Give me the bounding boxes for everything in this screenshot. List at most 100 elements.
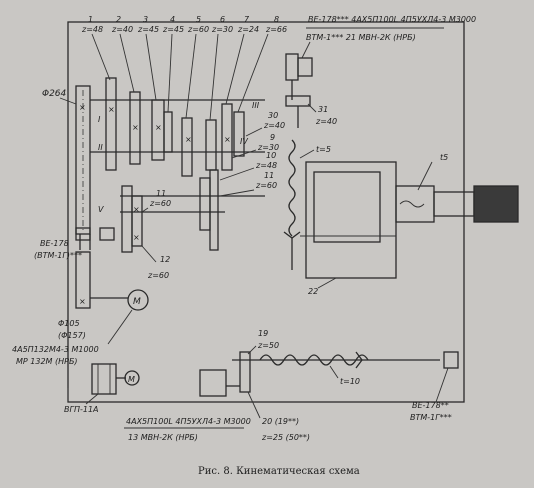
pump-motor-symbol (124, 370, 140, 386)
gear-num-2: 2 (116, 15, 121, 24)
gear-12-num: 12 (160, 255, 170, 264)
lead-t5-label: t=5 (316, 145, 331, 154)
main-pulley (75, 85, 91, 235)
main-motor-symbol (127, 289, 149, 311)
lead-screw-horizontal (259, 354, 369, 366)
gear-19-block (239, 351, 251, 393)
gear-right-lower (199, 177, 211, 231)
pulley-diameter-label: Φ264 (42, 89, 67, 99)
spindle-housing (395, 185, 435, 223)
gear-31-block (285, 95, 311, 107)
pump-motor-letter: М (128, 375, 135, 384)
machine-frame (67, 21, 465, 403)
coupling-left (75, 227, 91, 241)
gear-1 (105, 77, 117, 171)
pump-label: ВГП-11А (64, 405, 99, 414)
shaft-label-5: V (98, 205, 104, 214)
svg-text:×: × (108, 105, 115, 114)
svg-text:×: × (79, 297, 86, 306)
gear-num-5: 5 (196, 15, 201, 24)
spindle-chuck (473, 185, 519, 223)
gear-right-z-9: z=30 (257, 143, 279, 152)
shaft-label-2: II (98, 143, 103, 152)
motor-left-label-1: ВЕ-178 (40, 239, 69, 248)
gear-8 (233, 111, 245, 157)
motor-main-label-2: МР 132М (НРБ) (16, 357, 78, 366)
spindle-shaft (433, 191, 475, 217)
gear-20-z: z=25 (50**) (261, 433, 310, 442)
gear-right-num-30: 30 (268, 111, 278, 120)
gear-num-6: 6 (220, 15, 225, 24)
pulley-small-label-2: (Φ157) (58, 331, 86, 340)
figure-caption: Рис. 8. Кинематическая схема (198, 466, 360, 477)
svg-text:×: × (132, 123, 139, 132)
svg-text:×: × (133, 205, 140, 214)
gear-right-num-9: 9 (270, 133, 275, 142)
gear-z-8: z=66 (265, 25, 287, 34)
main-motor-letter: М (133, 297, 141, 307)
lead-screw-vertical (288, 139, 296, 237)
motor-top-label-1: ВЕ-178*** 4АХ5П100L 4П5УХЛ4-3 М3000 (308, 15, 476, 24)
gear-right-z-10: z=48 (255, 161, 277, 170)
shaft-label-3: III (252, 101, 260, 110)
gear-right-lower-2 (209, 169, 219, 251)
gear-31-z: z=40 (315, 117, 337, 126)
part-22-label: 22 (308, 287, 318, 296)
gear-right-z-30: z=40 (263, 121, 285, 130)
gear-6 (205, 119, 217, 171)
motor-right-label-2: ВТМ-1Г*** (410, 413, 452, 422)
motor-top-label-2: ВТМ-1*** 21 МВН-2К (НРБ) (306, 33, 416, 42)
gear-4 (163, 111, 173, 153)
gear-right-num-11: 11 (264, 171, 274, 180)
gear-5 (181, 117, 193, 177)
pump-body (91, 363, 117, 395)
gear-z-5: z=60 (187, 25, 209, 34)
carriage-inner (313, 171, 381, 243)
motor-right-label-1: ВЕ-178** (412, 401, 449, 410)
gear-19-z: z=50 (257, 341, 279, 350)
lead-t10-label: t=10 (340, 377, 360, 386)
motor-left-label-2: (ВТМ-1Г)*** (34, 251, 82, 260)
gear-num-4: 4 (170, 15, 175, 24)
bottom-motor-box (199, 369, 227, 397)
gear-num-1: 1 (88, 15, 93, 24)
motor-bottom-label-1: 4АХ5П100L 4П5УХЛ4-3 М3000 (126, 417, 251, 426)
carriage-outer (305, 161, 397, 279)
svg-text:×: × (133, 233, 140, 242)
svg-text:×: × (224, 135, 231, 144)
gear-z-2: z=40 (111, 25, 133, 34)
gear-z-6: z=30 (211, 25, 233, 34)
svg-text:×: × (79, 103, 86, 112)
gear-z-4: z=45 (162, 25, 184, 34)
lead-t5b-label: t5 (440, 153, 448, 162)
top-motor-box (297, 57, 313, 77)
gear-2 (129, 91, 141, 165)
gear-11-num: 11 (156, 189, 166, 198)
motor-bottom-label-2: 13 МВН-2К (НРБ) (128, 433, 198, 442)
lower-pulley (75, 251, 91, 309)
gear-20-num: 20 (19**) (262, 417, 299, 426)
gear-labels-top: 1 z=48 2 z=40 3 z=45 4 z=45 5 z=60 6 z=3… (81, 15, 287, 121)
gear-num-3: 3 (143, 15, 148, 24)
gear-12-block (131, 195, 143, 247)
svg-text:×: × (185, 135, 192, 144)
gear-12-z: z=60 (147, 271, 169, 280)
pulley-small-label: Φ105 (58, 319, 80, 328)
gear-labels-right: 30 z=40 9 z=30 10 z=48 11 z=60 (219, 111, 285, 197)
shaft-label-1: I (98, 115, 101, 124)
gear-31-num: 31 (318, 105, 328, 114)
gear-z-3: z=45 (137, 25, 159, 34)
gear-right-num-10: 10 (266, 151, 276, 160)
svg-text:×: × (155, 123, 162, 132)
gear-z-7: z=24 (237, 25, 259, 34)
motor-left-box (99, 227, 115, 241)
gear-num-8: 8 (274, 15, 279, 24)
gear-z-1: z=48 (81, 25, 103, 34)
motor-main-label-1: 4А5П132М4-3 М1000 (12, 345, 99, 354)
gear-right-z-11: z=60 (255, 181, 277, 190)
top-motor-body (285, 53, 299, 81)
gear-7 (221, 103, 233, 171)
gear-11-z: z=60 (149, 199, 171, 208)
